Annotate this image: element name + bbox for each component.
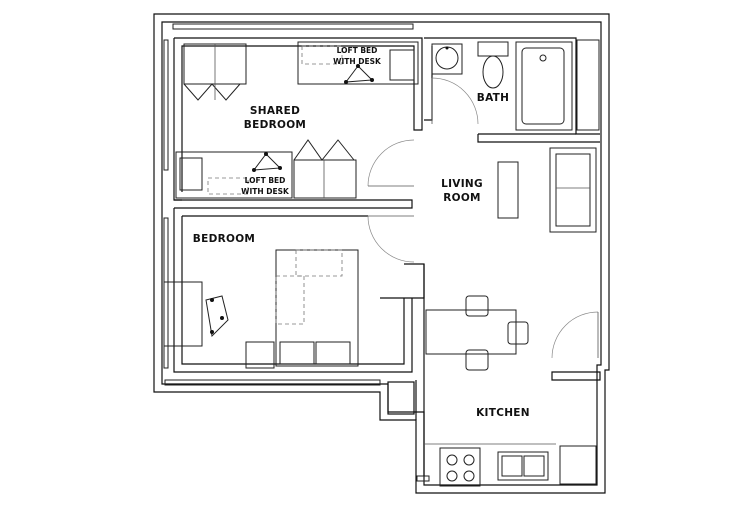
living-room-furniture (425, 147, 597, 371)
living-room-label-2: ROOM (443, 192, 481, 204)
bedroom-label: BEDROOM (193, 233, 255, 245)
exterior-walls (153, 13, 610, 494)
bedroom-furniture (163, 249, 359, 369)
loft-bed-top-label-2: WITH DESK (333, 57, 382, 66)
kitchen-fixtures (424, 443, 597, 487)
shared-bedroom-furniture (175, 41, 419, 199)
bath-fixtures (431, 41, 573, 131)
shared-bedroom-label-2: BEDROOM (244, 119, 306, 131)
kitchen-label: KITCHEN (476, 407, 530, 419)
interior-walls (173, 37, 601, 476)
windows (163, 23, 600, 482)
loft-bed-bottom-label-1: LOFT BED (245, 176, 286, 185)
loft-bed-bottom-label-2: WITH DESK (241, 187, 290, 196)
living-room-label-1: LIVING (441, 178, 483, 190)
loft-bed-top-label-1: LOFT BED (337, 46, 378, 55)
door-swings (367, 77, 599, 359)
room-labels: SHARED BEDROOM BATH LIVING ROOM BEDROOM … (193, 46, 530, 419)
bath-label: BATH (477, 92, 509, 104)
shared-bedroom-label-1: SHARED (250, 105, 300, 117)
